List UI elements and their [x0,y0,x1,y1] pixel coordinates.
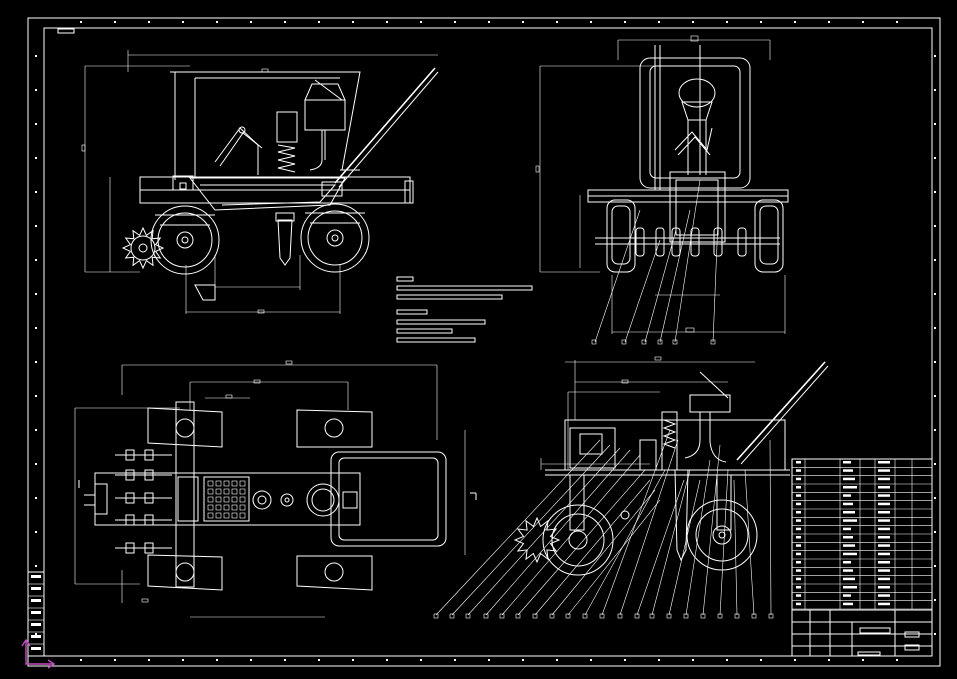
side-elevation-view [81,50,439,314]
ucs-axis-icon [21,638,56,669]
sheet-border [27,17,941,667]
technical-notes [396,276,533,343]
section-view [433,356,829,619]
title-block [791,458,933,657]
plan-view [74,360,477,618]
revision-strip [27,571,45,657]
front-elevation-view [535,35,789,345]
